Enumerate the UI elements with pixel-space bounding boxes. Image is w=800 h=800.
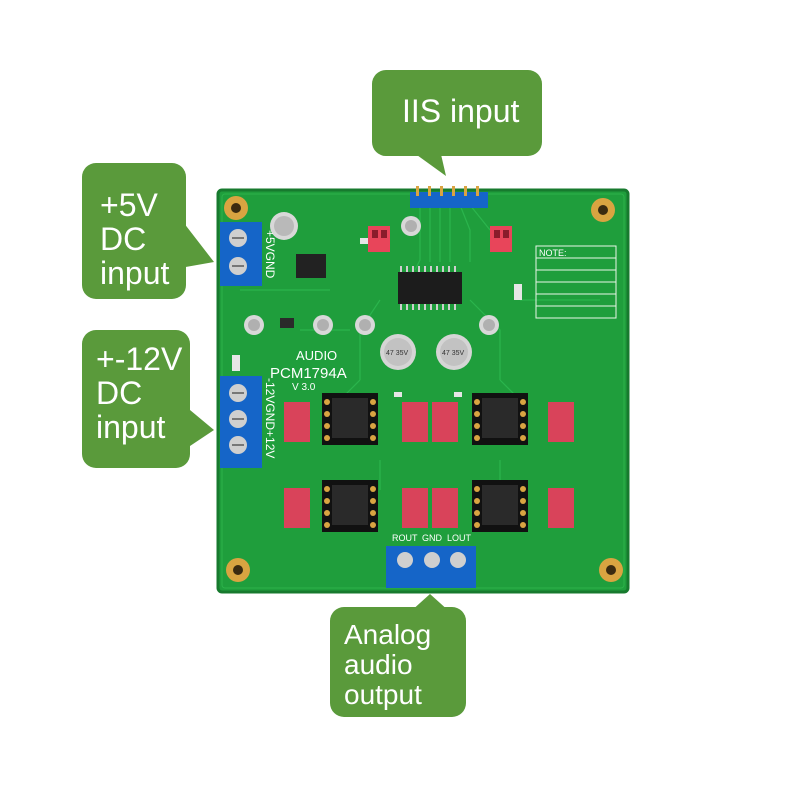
label-12v: -12VGND+12V bbox=[263, 378, 277, 458]
note-title: NOTE: bbox=[539, 248, 567, 258]
terminal-5v bbox=[220, 222, 262, 286]
pcm1794a-chip bbox=[398, 266, 462, 310]
opamp-sockets bbox=[322, 393, 528, 532]
large-capacitor-right bbox=[436, 334, 472, 370]
terminal-analog-out bbox=[386, 546, 476, 588]
mounting-hole-tr bbox=[591, 198, 615, 222]
callout-analog bbox=[330, 594, 466, 717]
small-capacitors bbox=[244, 212, 499, 335]
label-gnd: GND bbox=[422, 533, 443, 543]
callout-analog-line2: audio bbox=[344, 649, 413, 680]
callout-analog-line3: output bbox=[344, 679, 422, 710]
callout-5v-line2: DC bbox=[100, 221, 147, 257]
note-table bbox=[535, 245, 617, 319]
callout-iis-label: IIS input bbox=[402, 93, 520, 129]
callout-5v-line3: input bbox=[100, 255, 170, 291]
terminal-12v bbox=[220, 376, 262, 468]
callout-5v-line1: +5V bbox=[100, 187, 158, 223]
callout-12v-line3: input bbox=[96, 409, 166, 445]
label-lout: LOUT bbox=[447, 533, 472, 543]
cap-left-text: 47 35V bbox=[386, 350, 409, 357]
callout-iis bbox=[372, 70, 542, 176]
callout-analog-line1: Analog bbox=[344, 619, 432, 650]
voltage-regulator bbox=[296, 254, 326, 278]
callout-5v bbox=[82, 163, 214, 299]
board-title-model: PCM1794A bbox=[270, 365, 347, 382]
label-5v: +5VGND bbox=[263, 230, 277, 279]
label-rout: ROUT bbox=[392, 533, 418, 543]
jumper-left bbox=[368, 226, 390, 252]
callout-analog-text: Analog audio output bbox=[344, 620, 431, 710]
mounting-hole-tl bbox=[224, 196, 248, 220]
mounting-hole-bl bbox=[226, 558, 250, 582]
cap-right-text: 47 35V bbox=[442, 350, 465, 357]
callout-12v-text: +-12V DC input bbox=[96, 342, 182, 444]
callout-5v-text: +5V DC input bbox=[100, 188, 169, 290]
jumper-right bbox=[490, 226, 512, 252]
iis-pin-header bbox=[410, 186, 488, 208]
callout-12v-line1: +-12V bbox=[96, 341, 183, 377]
film-capacitors bbox=[284, 402, 574, 528]
mounting-hole-br bbox=[599, 558, 623, 582]
board-title-audio: AUDIO bbox=[296, 348, 337, 363]
board-version: V 3.0 bbox=[292, 382, 316, 393]
large-capacitor-left bbox=[380, 334, 416, 370]
callout-12v-line2: DC bbox=[96, 375, 143, 411]
callout-12v bbox=[82, 330, 214, 468]
callout-iis-text: IIS input bbox=[402, 94, 519, 128]
